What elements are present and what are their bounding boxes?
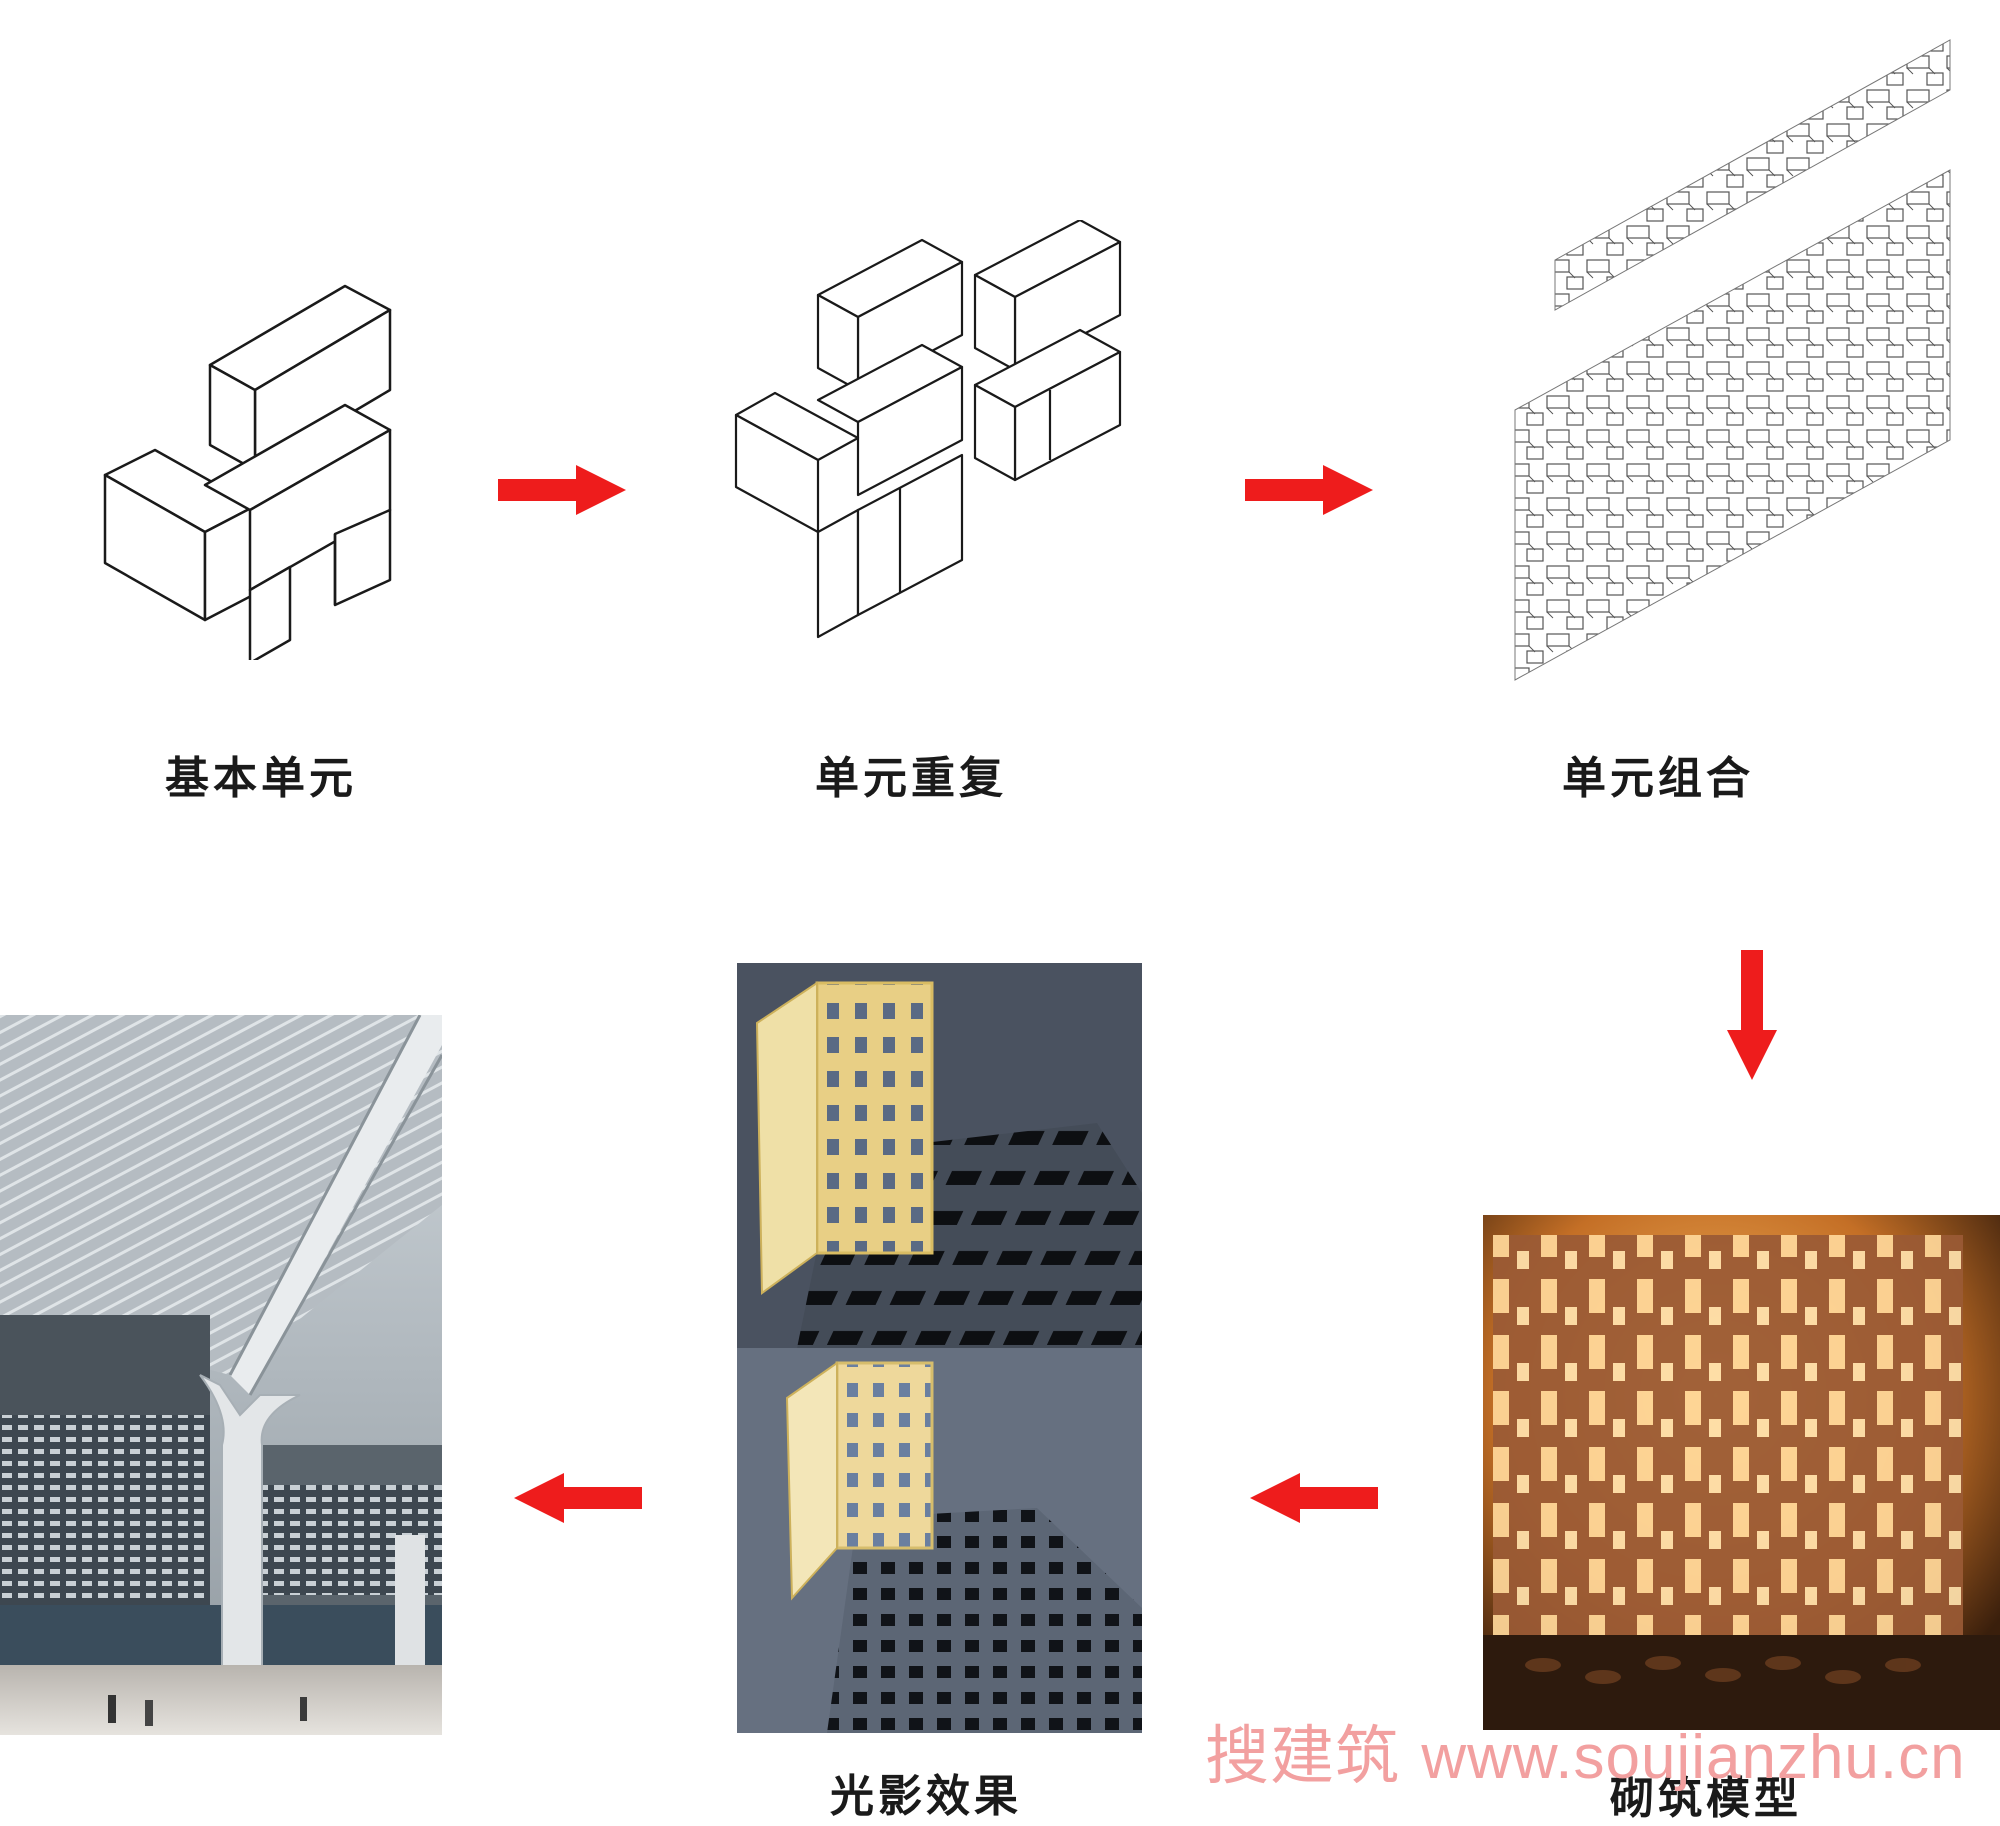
unit-combination-drawing: [1505, 20, 1965, 700]
arrow-right-2: [1245, 465, 1375, 515]
label-unit-repeat: 单元重复: [815, 753, 1007, 804]
light-shadow-photo-top: [737, 963, 1142, 1348]
station-interior-photo: [0, 1015, 442, 1735]
watermark-url: www.soujianzhu.cn: [1421, 1723, 1966, 1792]
label-unit-combination: 单元组合: [1562, 753, 1754, 804]
label-basic-unit: 基本单元: [165, 753, 357, 804]
arrow-right-1: [498, 465, 628, 515]
watermark-cn: 搜建筑: [1205, 1720, 1400, 1794]
watermark: 搜建筑 www.soujianzhu.cn: [1205, 1705, 1966, 1797]
arrow-left-1: [512, 1473, 642, 1523]
masonry-model-photo: [1483, 1215, 2000, 1730]
basic-unit-drawing: [95, 280, 415, 660]
light-shadow-photo-bottom: [737, 1348, 1142, 1733]
label-light-shadow: 光影效果: [830, 1771, 1022, 1822]
arrow-down: [1727, 950, 1777, 1082]
arrow-left-2: [1248, 1473, 1378, 1523]
label-masonry-model: 砌筑模型: [1610, 1773, 1802, 1824]
unit-repeat-drawing: [730, 220, 1130, 640]
